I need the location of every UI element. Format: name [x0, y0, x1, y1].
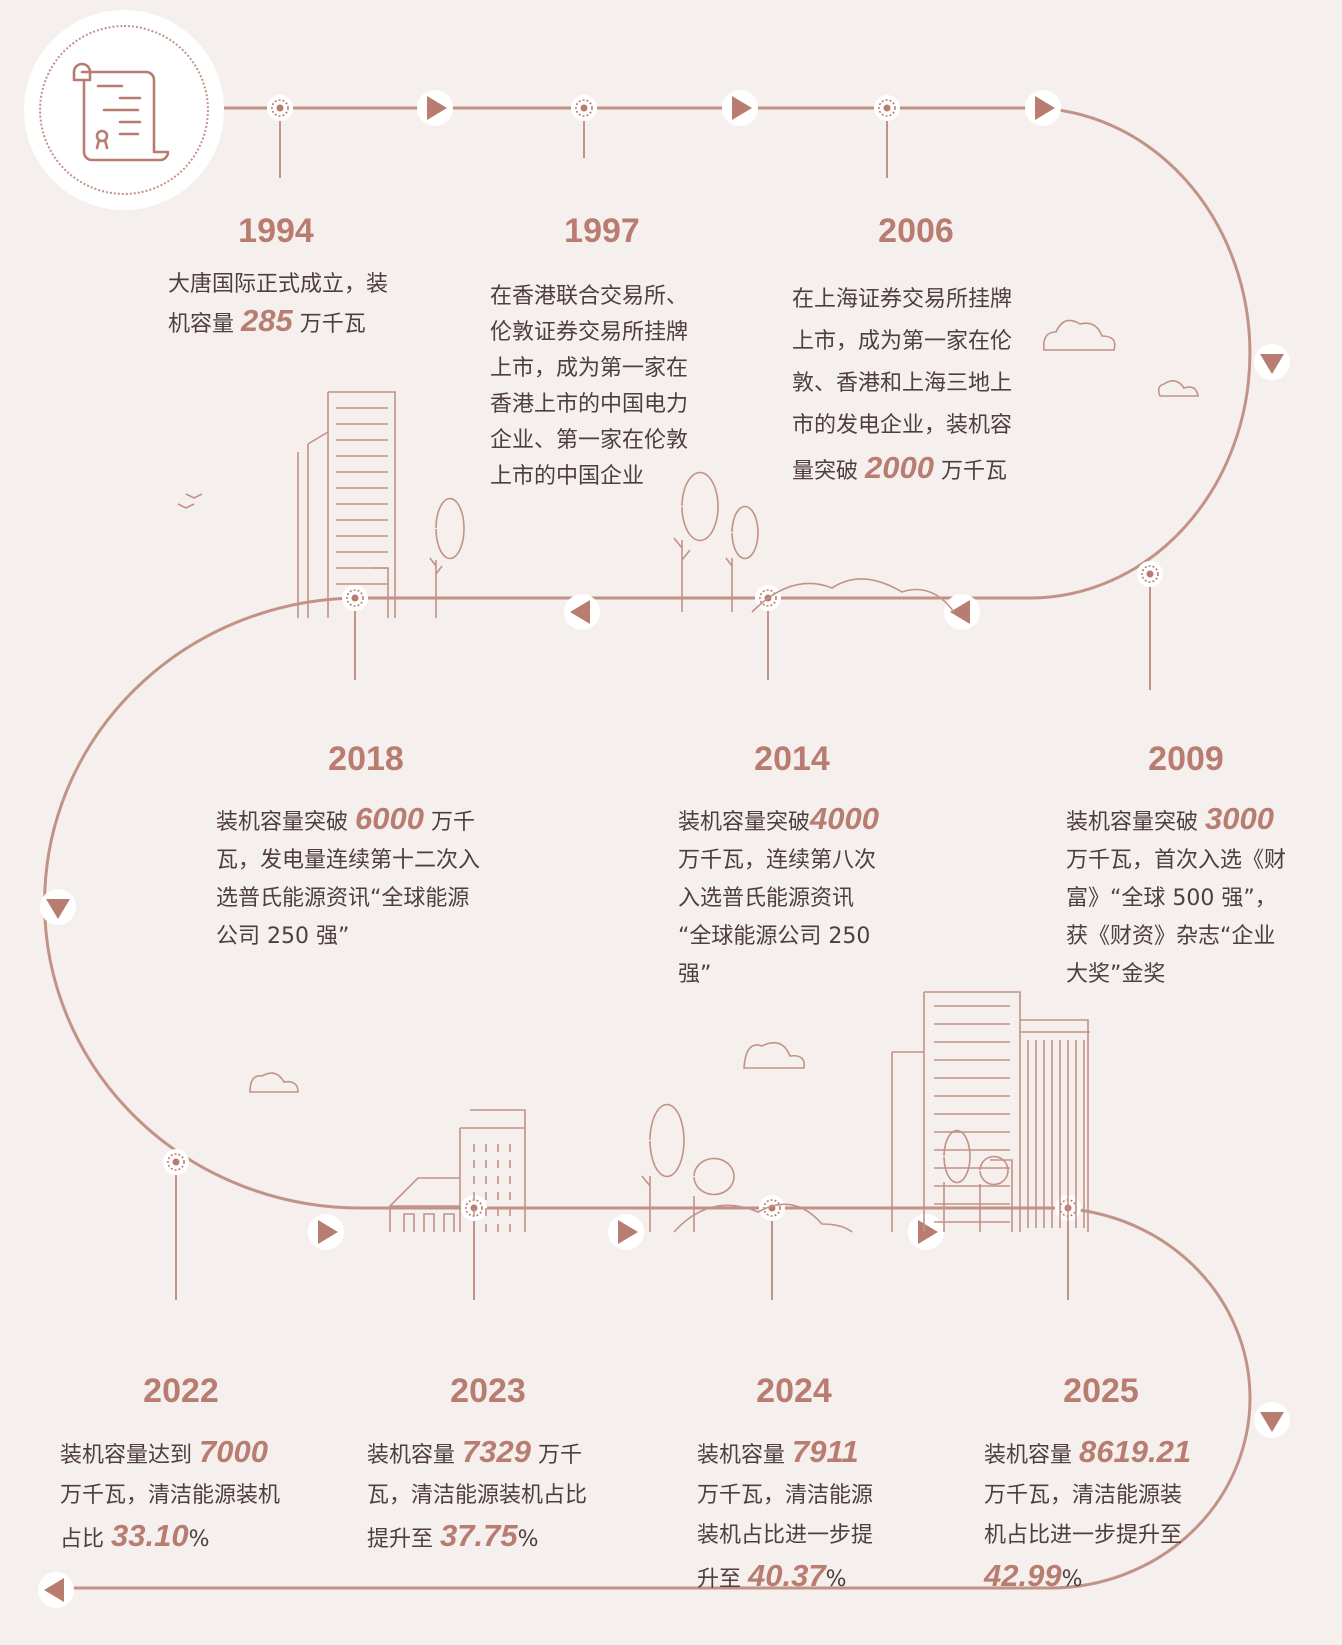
year-label: 2014 — [754, 740, 830, 778]
year-label: 2006 — [878, 212, 954, 250]
arrow-icon — [1260, 354, 1284, 374]
year-label: 1997 — [564, 212, 640, 250]
capacity-value: 2000 — [865, 450, 934, 485]
node-dot — [580, 104, 588, 112]
tree-icon — [943, 1129, 1009, 1232]
arrow-icon — [918, 1220, 938, 1244]
year-label: 2023 — [450, 1372, 526, 1410]
building-door — [372, 567, 389, 618]
capacity-value: 4000 — [810, 801, 879, 836]
bird-icon — [177, 493, 203, 509]
node-dot — [883, 104, 891, 112]
capacity-value: 3000 — [1205, 801, 1274, 836]
clean-energy-share: 40.37 — [748, 1558, 826, 1593]
node-dot — [351, 594, 359, 602]
year-label: 2018 — [328, 740, 404, 778]
arrow-icon — [1260, 1412, 1284, 1432]
node-ring — [167, 1153, 185, 1171]
arrow-icon — [427, 96, 447, 120]
year-label: 2024 — [756, 1372, 832, 1410]
milestone-description: 在香港联合交易所、伦敦证券交易所挂牌上市，成为第一家在香港上市的中国电力企业、第… — [490, 284, 689, 489]
node-ring — [759, 589, 777, 607]
tree-icon — [693, 1157, 735, 1232]
arrow-icon — [618, 1220, 638, 1244]
node-ring — [575, 99, 593, 117]
capacity-value: 285 — [241, 303, 293, 338]
building-outline — [297, 391, 396, 618]
arrow-icon — [1035, 96, 1055, 120]
year-label: 2025 — [1063, 1372, 1139, 1410]
milestone-description: 装机容量 7329 万千瓦，清洁能源装机占比提升至 37.75% — [367, 1434, 588, 1553]
node-dot — [172, 1158, 180, 1166]
capacity-value: 7000 — [199, 1434, 268, 1469]
arrow-icon — [46, 899, 70, 919]
capacity-value: 8619.21 — [1079, 1434, 1192, 1469]
building-outline — [389, 1109, 526, 1232]
certificate-scroll-icon — [72, 62, 170, 162]
year-label: 2009 — [1148, 740, 1224, 778]
badge-dotted-ring — [39, 25, 209, 195]
timeline-path — [43, 106, 1252, 1590]
node-dot — [1146, 570, 1154, 578]
hill-outline — [751, 578, 955, 613]
tree-icon — [725, 505, 759, 612]
badge-circle — [24, 10, 224, 210]
city-illustration — [177, 319, 1199, 1233]
year-label: 1994 — [238, 212, 314, 250]
cloud-icon — [743, 1041, 806, 1069]
tree-icon — [429, 497, 465, 618]
node-ring — [271, 99, 289, 117]
tree-icon — [673, 471, 719, 612]
node-ring — [763, 1199, 781, 1217]
clean-energy-share: 33.10 — [111, 1518, 189, 1553]
arrow-icon — [44, 1578, 64, 1602]
clean-energy-share: 42.99 — [984, 1558, 1062, 1593]
node-ring — [878, 99, 896, 117]
arrow-icon — [732, 96, 752, 120]
building-door — [403, 1213, 455, 1232]
building-door — [990, 1159, 1013, 1232]
cloud-icon — [1042, 319, 1116, 351]
building-outline — [891, 991, 1090, 1232]
cloud-icon — [1157, 380, 1199, 397]
capacity-value: 7911 — [792, 1434, 859, 1469]
milestone-description: 大唐国际正式成立，装机容量 285 万千瓦 — [168, 272, 389, 338]
arrow-icon — [950, 600, 970, 624]
clean-energy-share: 37.75 — [440, 1518, 518, 1553]
capacity-value: 7329 — [462, 1434, 531, 1469]
hill-outline — [673, 1203, 853, 1233]
cloud-icon — [249, 1072, 299, 1093]
arrow-icon — [570, 600, 590, 624]
arrow-icon — [318, 1220, 338, 1244]
milestone-description: 装机容量突破 6000 万千瓦，发电量连续第十二次入选普氏能源资讯“全球能源公司… — [216, 801, 481, 949]
year-label: 2022 — [143, 1372, 219, 1410]
milestone-description: 在上海证券交易所挂牌上市，成为第一家在伦敦、香港和上海三地上市的发电企业，装机容… — [792, 287, 1013, 485]
capacity-value: 6000 — [355, 801, 424, 836]
node-ring — [1141, 565, 1159, 583]
tree-icon — [641, 1103, 685, 1232]
node-ring — [346, 589, 364, 607]
node-dot — [276, 104, 284, 112]
